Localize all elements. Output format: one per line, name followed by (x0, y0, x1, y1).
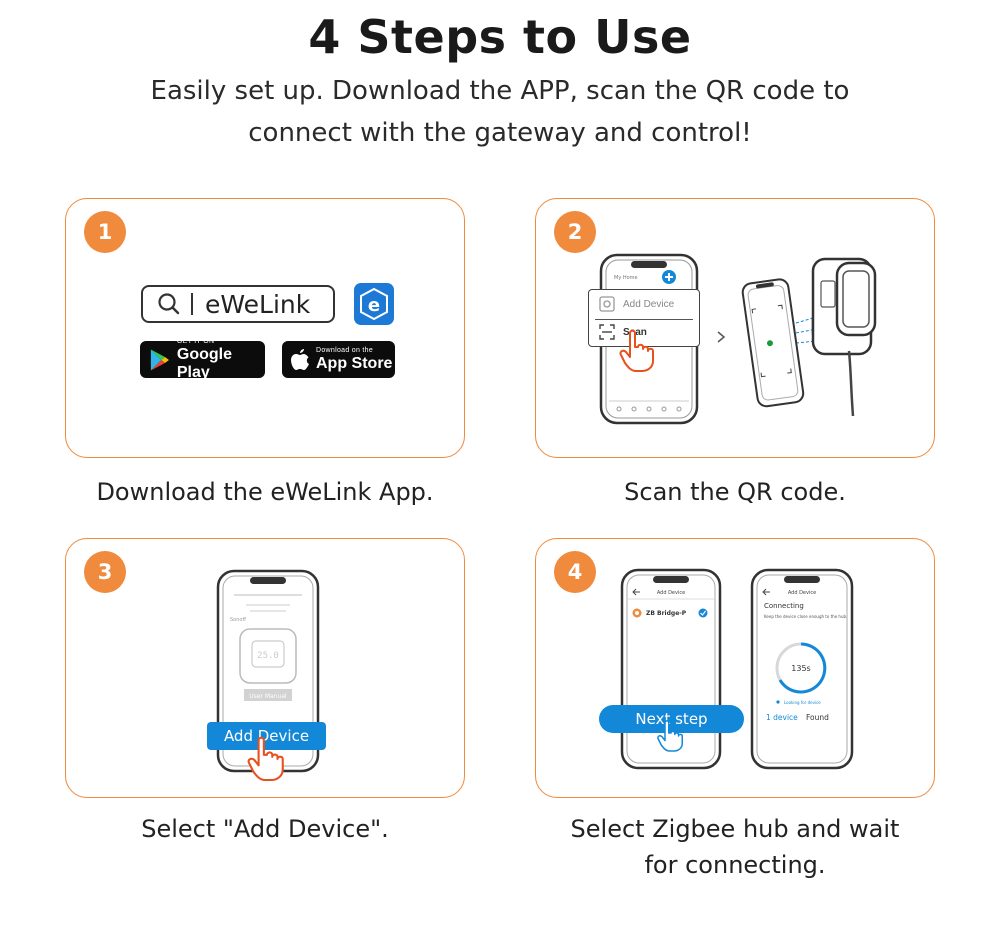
hand-pointer-icon (619, 329, 654, 372)
app-icon-letter: e (368, 295, 380, 316)
phone-illustration-step4-right: Add Device Connecting Keep the device cl… (750, 568, 854, 770)
google-play-icon (150, 349, 169, 370)
subtitle-line-1: Easily set up. Download the APP, scan th… (150, 76, 850, 106)
device-name-text: ZB Bridge-P (646, 610, 687, 617)
device-reading-text: 25.0 (257, 651, 279, 661)
menu-add-device[interactable]: Add Device (623, 299, 675, 310)
add-device-button[interactable]: Add Device (207, 722, 326, 750)
apple-icon (291, 348, 309, 370)
next-step-button[interactable]: Next step (599, 705, 744, 733)
ewelink-app-icon[interactable]: e (354, 283, 394, 325)
step-3-caption-line-1: Select "Add Device". (141, 815, 389, 843)
device-brand-text: Sonoff (230, 617, 246, 623)
google-play-button[interactable]: GET IT ON Google Play (140, 337, 265, 381)
step-1-caption: Download the eWeLink App. (65, 474, 465, 510)
connecting-label: Connecting (764, 602, 804, 610)
connecting-hint: Keep the device close enough to the hub. (764, 614, 847, 619)
step-1-card: 1 eWeLink e GET IT ON Google Play (65, 198, 465, 458)
step-3-card: 3 Sonoff 25.0 User Manual Add Device (65, 538, 465, 798)
hand-pointer-icon (247, 736, 284, 782)
step-3-caption: Select "Add Device". (65, 811, 465, 847)
chevron-right-icon (717, 331, 726, 343)
step-1-badge: 1 (84, 211, 126, 253)
looking-label: Looking for device (784, 700, 821, 705)
app-store-button[interactable]: Download on the App Store (282, 341, 395, 378)
step-4-caption-line-1: Select Zigbee hub and wait (570, 815, 900, 843)
subtitle-line-2: connect with the gateway and control! (248, 118, 752, 148)
step-3-badge: 3 (84, 551, 126, 593)
google-play-small-text: GET IT ON (176, 337, 215, 345)
phone-header-text: My Home (614, 275, 638, 281)
step-2-badge: 2 (554, 211, 596, 253)
found-count: 1 device (766, 713, 798, 722)
search-divider (191, 293, 193, 315)
step-4-caption: Select Zigbee hub and wait for connectin… (535, 811, 935, 883)
step-1-caption-line-1: Download the eWeLink App. (96, 478, 434, 506)
right-screen-title: Add Device (788, 590, 816, 596)
app-search-box[interactable]: eWeLink (141, 285, 335, 323)
phone-scanning-qr-illustration (741, 257, 877, 416)
phone-illustration-step3: Sonoff 25.0 User Manual (216, 569, 320, 773)
page-title: 4 Steps to Use (308, 10, 692, 64)
step-4-caption-line-2: for connecting. (644, 851, 826, 879)
left-screen-title: Add Device (657, 590, 685, 596)
google-play-big-text: Google Play (176, 345, 232, 381)
search-icon (158, 293, 180, 315)
app-store-small-text: Download on the (316, 346, 374, 354)
found-label: Found (806, 713, 829, 722)
timer-text: 135s (791, 664, 810, 673)
step-2-card: 2 My Home Add Device Scan (535, 198, 935, 458)
step-4-badge: 4 (554, 551, 596, 593)
step-2-caption-line-1: Scan the QR code. (624, 478, 846, 506)
ewelink-logo-icon: e (360, 287, 388, 321)
step-4-card: 4 Add Device ZB Bridge-P Next step Add D… (535, 538, 935, 798)
app-store-big-text: App Store (316, 354, 393, 372)
scan-icon (599, 324, 615, 340)
user-manual-text: User Manual (249, 693, 287, 700)
page-subtitle: Easily set up. Download the APP, scan th… (0, 70, 1000, 154)
step-2-caption: Scan the QR code. (535, 474, 935, 510)
search-text: eWeLink (205, 289, 311, 319)
hand-pointer-icon (657, 720, 683, 752)
add-device-icon (599, 296, 615, 312)
